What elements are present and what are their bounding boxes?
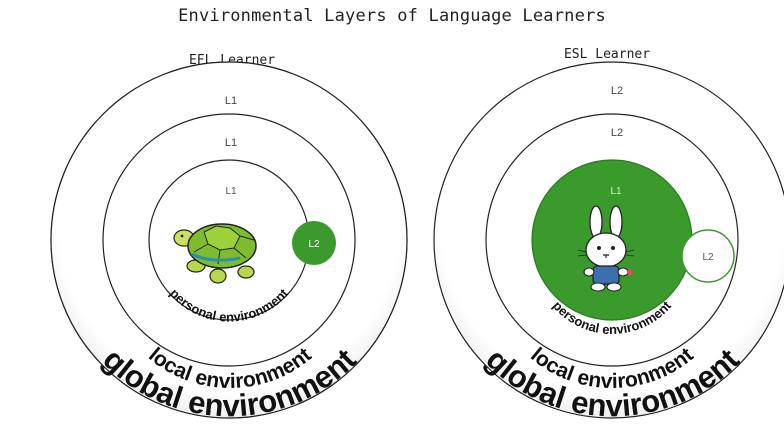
efl-l2-circle-label: L2 (308, 239, 320, 250)
esl-global-layer-label: L2 (611, 85, 623, 97)
esl-l2-circle (681, 229, 735, 283)
esl-diagram: ESL Learner L2 L2 L1 L2 (433, 47, 784, 423)
esl-learner-label: ESL Learner (564, 47, 650, 62)
turtle-icon (173, 223, 257, 284)
rabbit-icon (577, 205, 635, 292)
esl-l2-circle-label: L2 (702, 252, 714, 263)
efl-l2-circle (292, 221, 336, 265)
efl-diagram: EFL Learner L1 L1 L1 L2 (50, 53, 408, 423)
efl-local-layer-label: L1 (225, 137, 237, 149)
efl-global-layer-label: L1 (225, 95, 237, 107)
esl-personal-layer-label: L1 (610, 186, 622, 197)
efl-personal-layer-label: L1 (225, 186, 237, 197)
esl-local-layer-label: L2 (611, 127, 623, 139)
diagram-title: Environmental Layers of Language Learner… (178, 6, 606, 26)
